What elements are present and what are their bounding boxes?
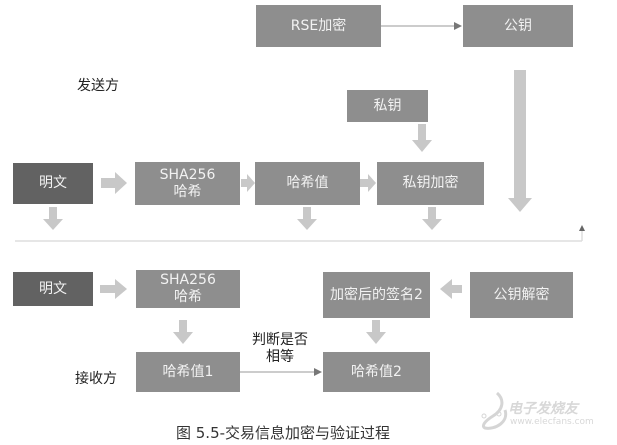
hash-label: 哈希 <box>173 183 202 200</box>
watermark-logo-icon <box>481 391 508 430</box>
private-key-label: 私钥 <box>373 97 402 114</box>
compare-label: 判断是否相等 <box>252 332 308 366</box>
hash2-box: 哈希值2 <box>323 352 430 392</box>
signature-box: 加密后的签名2 <box>323 272 430 318</box>
signature-label: 加密后的签名2 <box>330 286 423 303</box>
compare-line1: 判断是否 <box>252 332 308 348</box>
arrow-down-encrypt <box>422 207 442 230</box>
watermark-url: www.elecfans.com <box>510 417 594 427</box>
arrow-right-r2 <box>100 279 127 299</box>
private-key-box: 私钥 <box>347 90 428 122</box>
public-key-box: 公钥 <box>463 5 573 47</box>
arrow-left-r2 <box>440 279 462 299</box>
arrow-privkey-down <box>412 124 432 152</box>
rse-encrypt-box: RSE加密 <box>256 5 381 47</box>
watermark-name: 电子发烧友 <box>508 401 578 417</box>
receiver-label: 接收方 <box>75 371 117 387</box>
figure-caption: 图 5.5-交易信息加密与验证过程 <box>176 424 391 442</box>
compare-line2: 相等 <box>266 349 294 365</box>
receiver-plaintext-box: 明文 <box>13 272 93 306</box>
arrow-down-hash <box>297 207 317 230</box>
sender-plaintext-box: 明文 <box>13 163 93 204</box>
sha-label: SHA256 <box>159 166 216 183</box>
arrow-down-sha <box>173 320 193 344</box>
arrow-right-1 <box>101 172 127 194</box>
rse-label: RSE加密 <box>290 17 347 34</box>
hash2-label: 哈希值2 <box>351 363 402 380</box>
hash-label: 哈希 <box>174 289 202 305</box>
public-decrypt-label: 公钥解密 <box>493 286 550 303</box>
arrow-right-3 <box>360 174 376 192</box>
arrow-down-plaintext <box>43 207 63 230</box>
up-arrow-icon <box>579 225 585 231</box>
plaintext-label: 明文 <box>39 175 67 191</box>
public-key-label: 公钥 <box>504 17 532 34</box>
private-encrypt-label: 私钥加密 <box>402 175 459 191</box>
sender-hash-box: 哈希值 <box>255 162 360 205</box>
hash1-box: 哈希值1 <box>136 352 240 392</box>
arrow-pubkey-down <box>508 70 532 212</box>
arrow-right-2 <box>241 174 255 192</box>
plaintext-label: 明文 <box>39 280 67 297</box>
arrow-down-signature <box>366 320 386 344</box>
hash-value-label: 哈希值 <box>286 175 329 191</box>
hash1-label: 哈希值1 <box>162 363 214 380</box>
public-decrypt-box: 公钥解密 <box>470 272 573 318</box>
sha-label: SHA256 <box>160 272 216 288</box>
sender-label: 发送方 <box>77 78 119 94</box>
private-encrypt-box: 私钥加密 <box>377 162 484 205</box>
